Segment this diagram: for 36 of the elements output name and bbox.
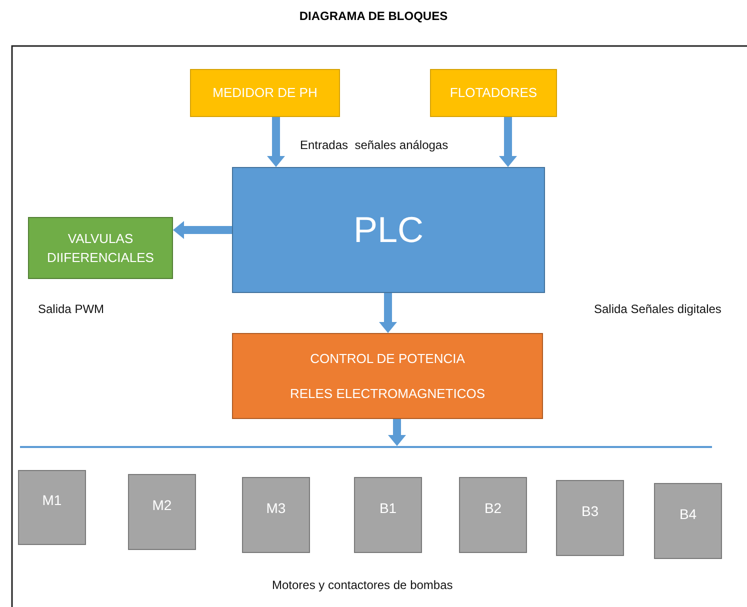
block-label: M1 — [42, 491, 62, 510]
block-arrow — [499, 117, 517, 167]
load-block — [128, 474, 196, 550]
load-block — [242, 477, 310, 553]
block-label: VALVULAS DIIFERENCIALES — [46, 230, 155, 267]
block-title: PLC — [353, 208, 424, 252]
power-control-block — [232, 333, 543, 419]
annotation-text: Entradas señales análogas — [300, 138, 448, 152]
input-block — [190, 69, 340, 117]
block-arrow — [267, 117, 285, 167]
load-block — [459, 477, 527, 553]
annotation-text: Motores y contactores de bombas — [272, 578, 453, 592]
block-label: CONTROL DE POTENCIA — [310, 350, 465, 368]
block-label: FLOTADORES — [450, 84, 538, 102]
block-label: RELES ELECTROMAGNETICOS — [290, 384, 486, 402]
load-block — [354, 477, 422, 553]
block-label: B2 — [484, 498, 502, 518]
load-block — [556, 480, 624, 556]
annotation-text: Salida Señales digitales — [594, 302, 722, 316]
block-label: MEDIDOR DE PH — [212, 84, 318, 102]
block-label: B4 — [679, 504, 697, 524]
output-block — [28, 217, 173, 279]
annotation-text: Salida PWM — [38, 302, 104, 316]
block-label: B1 — [379, 498, 397, 518]
block-label: M3 — [266, 498, 286, 518]
block-label: B3 — [581, 502, 599, 520]
diagram-title: DIAGRAMA DE BLOQUES — [298, 9, 449, 23]
block-arrow — [173, 221, 232, 239]
load-block — [18, 470, 86, 545]
load-block — [654, 483, 722, 559]
plc-block — [232, 167, 545, 293]
block-label: M2 — [152, 496, 172, 514]
bus-line — [20, 446, 712, 448]
block-arrow — [388, 419, 406, 446]
input-block — [430, 69, 557, 117]
block-arrow — [379, 293, 397, 333]
